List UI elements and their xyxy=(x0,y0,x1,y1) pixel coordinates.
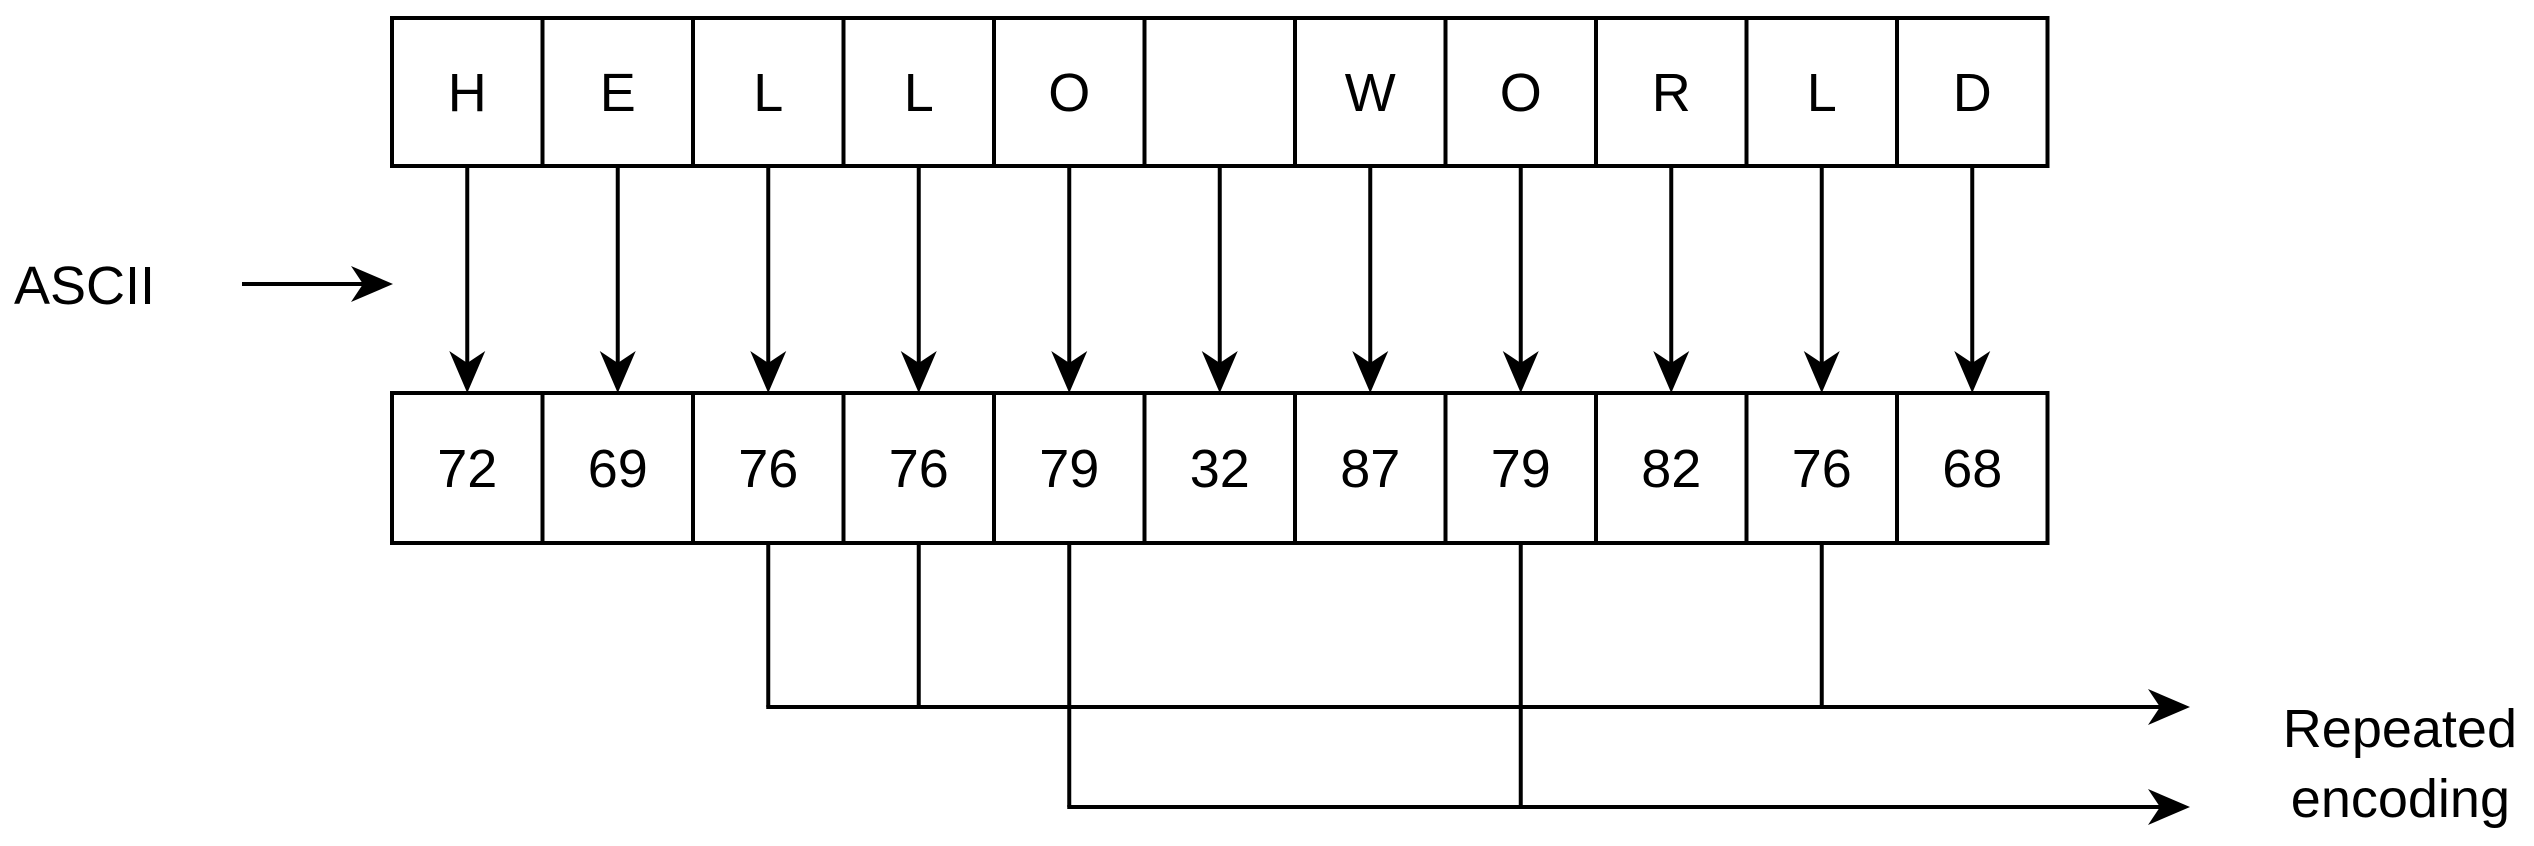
ascii-arrow-head xyxy=(351,266,393,302)
char-cell: H xyxy=(390,16,545,168)
char-cell-text: L xyxy=(753,63,783,123)
char-cell-text: L xyxy=(904,63,934,123)
code-cell: 69 xyxy=(540,391,695,545)
code-cell-text: 76 xyxy=(738,439,798,499)
code-cell: 76 xyxy=(841,391,996,545)
char-cell: D xyxy=(1895,16,2050,168)
repeated-label-line2: encoding xyxy=(2291,769,2510,829)
encoding-arrow-head xyxy=(1803,351,1840,393)
code-cell-text: 79 xyxy=(1039,439,1099,499)
encoding-arrow-head xyxy=(1051,351,1088,393)
char-cell: O xyxy=(1443,16,1598,168)
char-cell-box xyxy=(1895,16,2050,168)
code-cell-text: 68 xyxy=(1942,439,2002,499)
encoding-arrow-head xyxy=(599,351,636,393)
encoding-arrow-head xyxy=(1653,351,1690,393)
code-cell-box xyxy=(841,391,996,545)
code-cell-text: 76 xyxy=(889,439,949,499)
code-cell-box xyxy=(540,391,695,545)
code-cell-text: 82 xyxy=(1641,439,1701,499)
char-cell-text: W xyxy=(1345,63,1396,123)
code-cell-text: 87 xyxy=(1340,439,1400,499)
code-cell-box xyxy=(1142,391,1297,545)
char-cell-text: O xyxy=(1048,63,1090,123)
repeated-group-79 xyxy=(1067,543,2190,825)
code-cell-text: 69 xyxy=(588,439,648,499)
code-cell: 87 xyxy=(1293,391,1448,545)
code-cell-box xyxy=(992,391,1147,545)
char-cell-box xyxy=(1142,16,1297,168)
char-cell-box xyxy=(390,16,545,168)
repeated-group-76 xyxy=(766,543,2190,725)
char-cell: R xyxy=(1594,16,1749,168)
code-cell: 72 xyxy=(390,391,545,545)
char-cell: W xyxy=(1293,16,1448,168)
char-cell: L xyxy=(1744,16,1899,168)
char-cell xyxy=(1142,16,1297,168)
repeated-connectors xyxy=(766,543,2190,825)
repeated-arrow-head xyxy=(2148,789,2190,825)
encoding-arrow-head xyxy=(1201,351,1238,393)
char-cell-text: E xyxy=(600,63,636,123)
code-cell: 32 xyxy=(1142,391,1297,545)
encoding-arrow-head xyxy=(1352,351,1389,393)
encoding-arrow-head xyxy=(900,351,937,393)
code-cell-text: 76 xyxy=(1792,439,1852,499)
char-cell-text: O xyxy=(1500,63,1542,123)
code-cell: 68 xyxy=(1895,391,2050,545)
char-cell-box xyxy=(540,16,695,168)
repeated-arrow-head xyxy=(2148,689,2190,725)
char-cell-text: D xyxy=(1953,63,1992,123)
encoding-arrow-head xyxy=(1954,351,1991,393)
code-cell-box xyxy=(1443,391,1598,545)
char-cell: L xyxy=(691,16,846,168)
char-cell: E xyxy=(540,16,695,168)
ascii-arrow xyxy=(242,266,393,302)
ascii-label: ASCII xyxy=(14,256,155,316)
char-cell: L xyxy=(841,16,996,168)
char-cell-text: H xyxy=(448,63,487,123)
encoding-arrow-head xyxy=(449,351,486,393)
code-cell-text: 79 xyxy=(1491,439,1551,499)
code-cell: 79 xyxy=(992,391,1147,545)
char-cell-box xyxy=(1594,16,1749,168)
code-cell-text: 72 xyxy=(437,439,497,499)
code-cell: 82 xyxy=(1594,391,1749,545)
code-cell: 76 xyxy=(1744,391,1899,545)
code-cell-box xyxy=(691,391,846,545)
char-cell-text: L xyxy=(1807,63,1837,123)
code-cell: 79 xyxy=(1443,391,1598,545)
repeated-label-line1: Repeated xyxy=(2283,699,2517,759)
encoding-arrows xyxy=(449,166,1991,393)
char-cell-text: R xyxy=(1652,63,1691,123)
code-cell-box xyxy=(1594,391,1749,545)
encoding-arrow-head xyxy=(1502,351,1539,393)
encoding-arrow-head xyxy=(750,351,787,393)
char-cell: O xyxy=(992,16,1147,168)
char-cell-box xyxy=(1293,16,1448,168)
code-cell-box xyxy=(1895,391,2050,545)
code-row: 72 69 76 76 79 32 87 79 82 76 68 xyxy=(390,391,2050,545)
code-cell: 76 xyxy=(691,391,846,545)
code-cell-text: 32 xyxy=(1190,439,1250,499)
